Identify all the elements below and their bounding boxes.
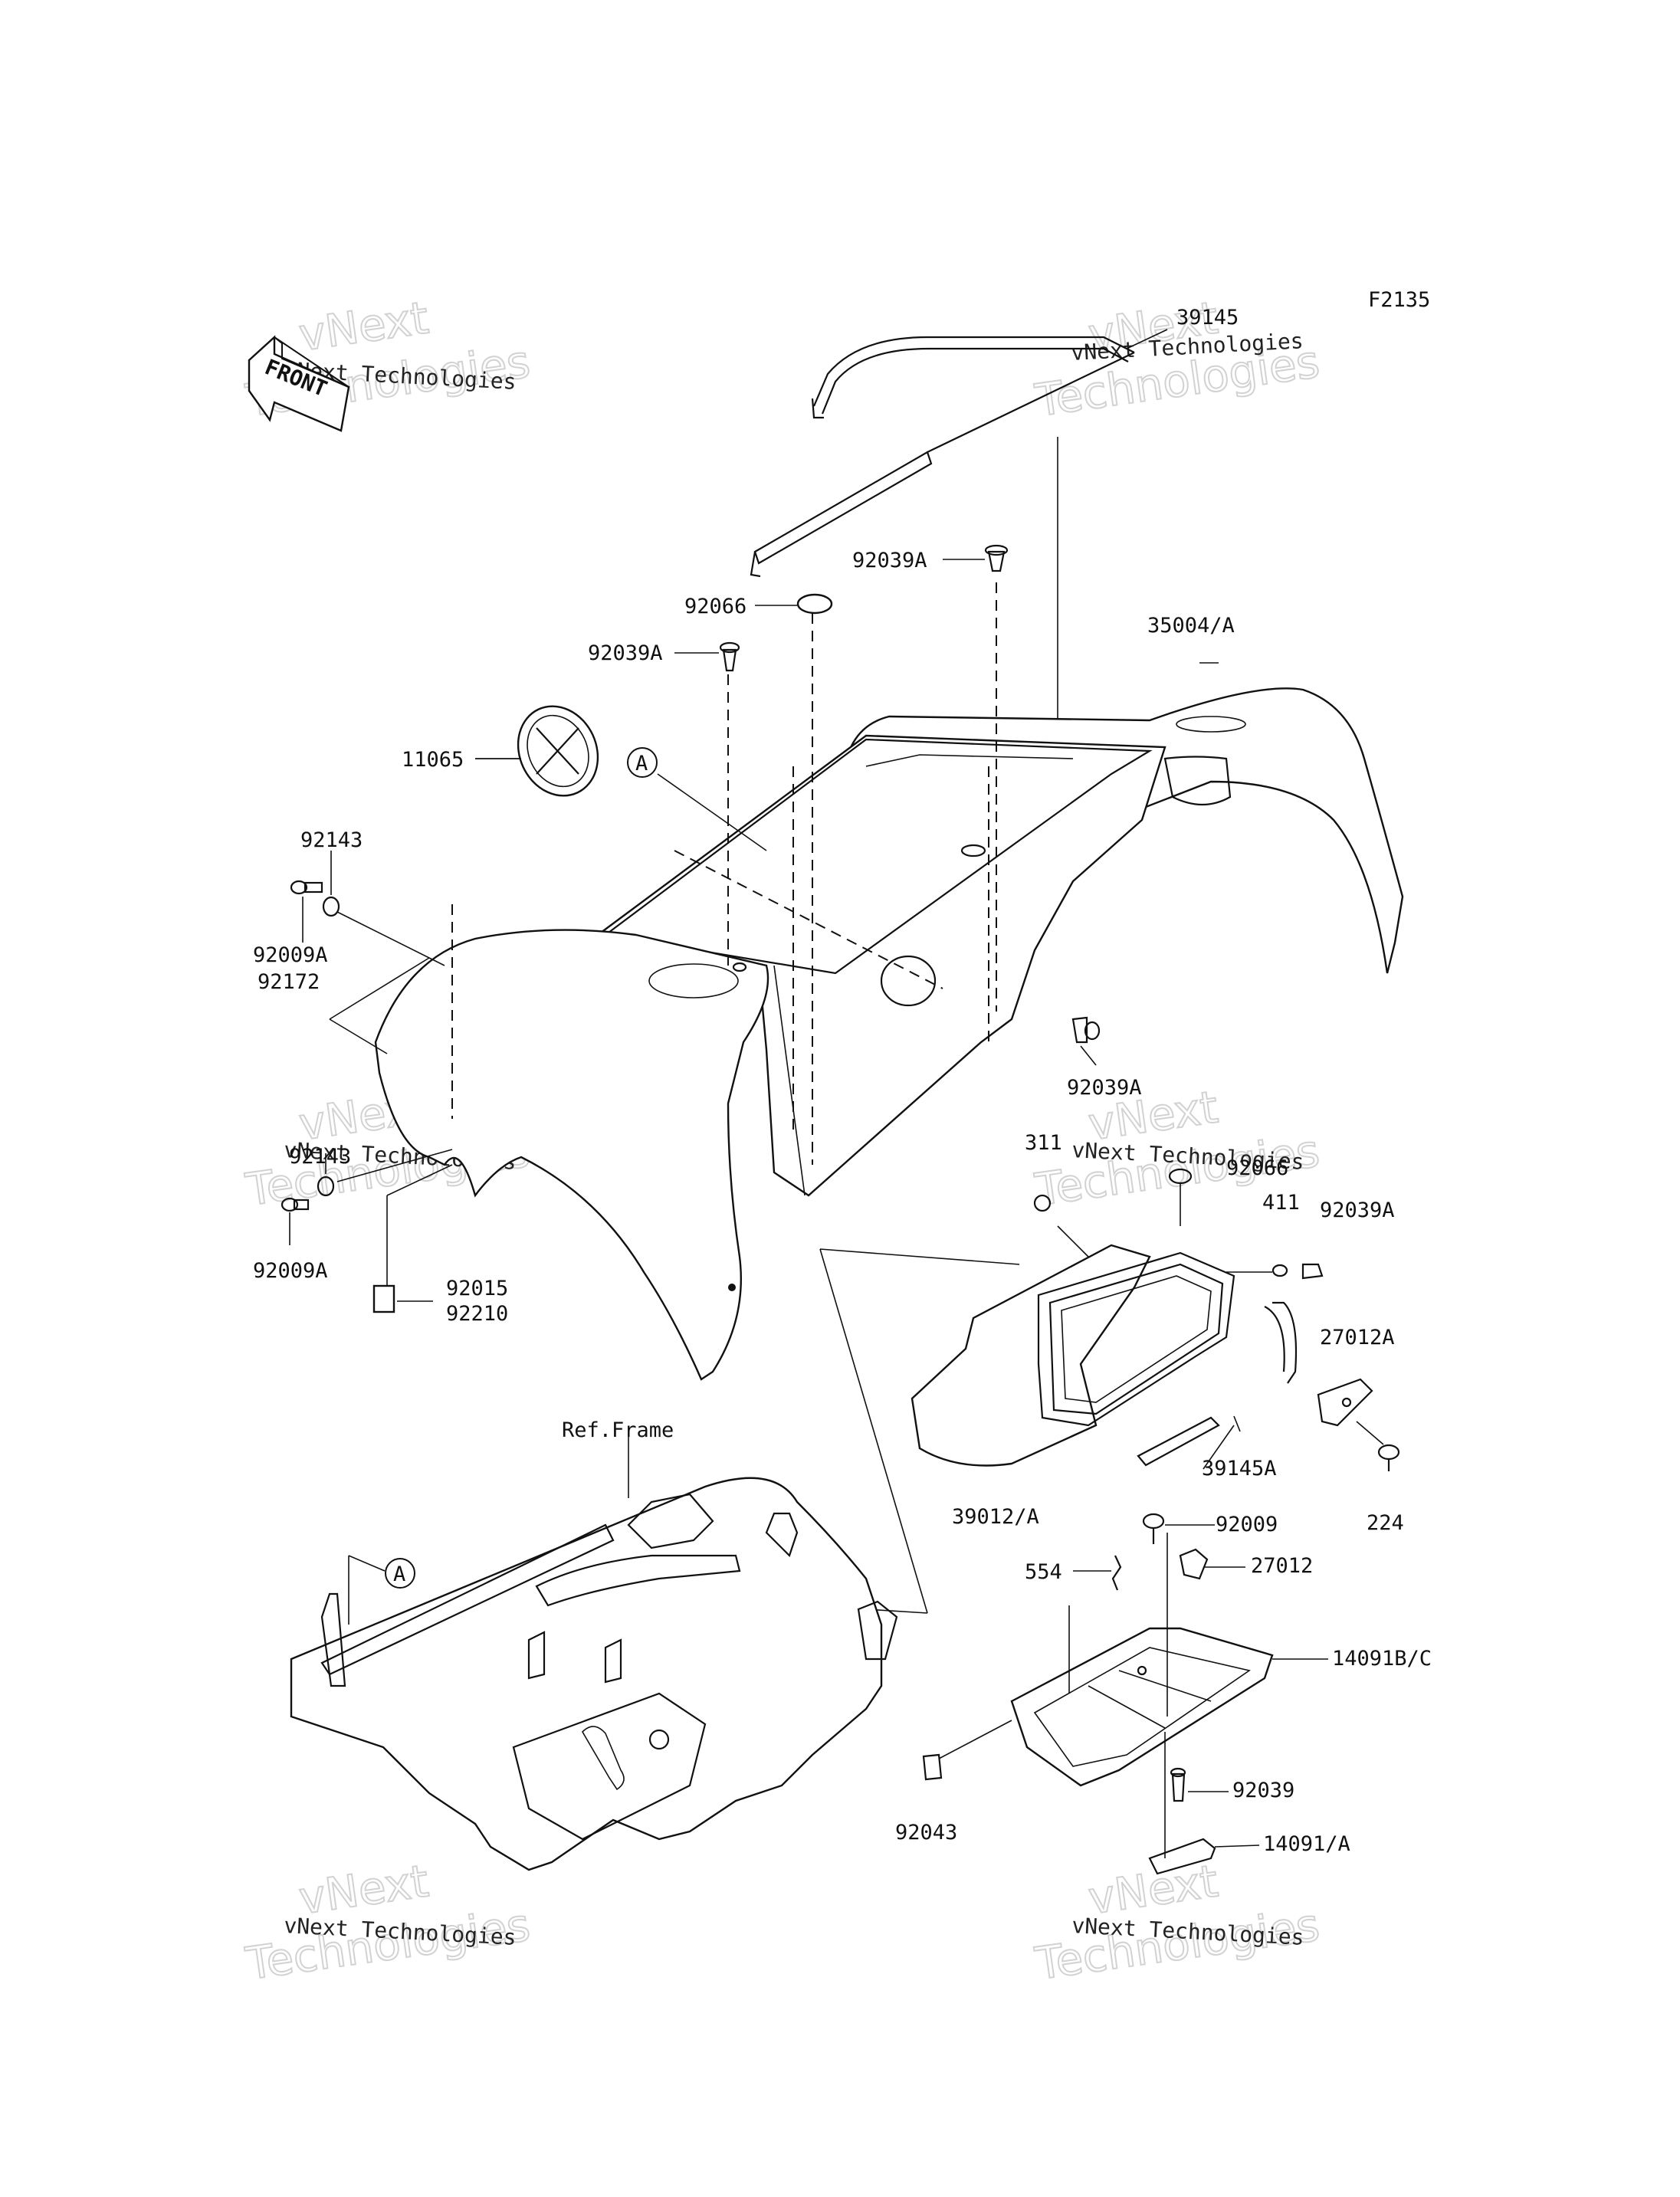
part-label-92143: 92143: [300, 828, 363, 852]
cap-icon: [1168, 1168, 1193, 1185]
part-label-554: 554: [1025, 1560, 1062, 1584]
push-rivet-icon: [943, 544, 1009, 572]
bolt-icon: [290, 880, 323, 943]
storage-tray: [596, 734, 1166, 1197]
part-label-92009A: 92009A: [253, 943, 328, 967]
marker-label: A: [393, 1562, 405, 1586]
frame: [290, 1437, 898, 1871]
bolt-icon: [281, 1197, 310, 1245]
leader-line: [329, 957, 430, 1020]
screw-icon: [1356, 1421, 1400, 1471]
reference-marker-a: A: [348, 1555, 415, 1625]
seal-strip-small: [1137, 1301, 1298, 1467]
part-label-92039A: 92039A: [852, 549, 927, 572]
part-label-92009: 92009: [1216, 1513, 1278, 1536]
marker-label: A: [635, 752, 648, 776]
part-label-311: 311: [1025, 1131, 1062, 1155]
part-label-14091B-C: 14091B/C: [1332, 1647, 1432, 1671]
filler-cap-icon: [475, 705, 599, 797]
lid-stay: [1148, 1838, 1216, 1875]
watermark-bottom-right: vNext Technologies: [1031, 1854, 1323, 1990]
glove-box: [911, 1168, 1324, 1467]
nut-icon: [1033, 1194, 1052, 1212]
washer-icon: [317, 1149, 453, 1197]
part-label-39145A: 39145A: [1202, 1457, 1277, 1481]
leader-line: [819, 1248, 1020, 1265]
part-label-92039A: 92039A: [588, 641, 663, 665]
part-label-39145: 39145: [1176, 306, 1239, 330]
watermark-bottom-left: vNext Technologies: [241, 1854, 533, 1990]
push-rivet-icon: [1301, 1263, 1324, 1280]
part-label-92066: 92066: [1226, 1156, 1288, 1180]
part-label-411: 411: [1262, 1191, 1300, 1215]
part-label-35004-A: 35004/A: [1147, 614, 1235, 638]
part-label-27012A: 27012A: [1320, 1326, 1395, 1349]
part-label-39012-A: 39012/A: [952, 1505, 1039, 1529]
part-label-92143: 92143: [289, 1145, 351, 1169]
part-label-92039A: 92039A: [1320, 1199, 1395, 1222]
part-label-92039: 92039: [1232, 1779, 1294, 1802]
push-rivet-icon: [1170, 1767, 1186, 1802]
part-label-224: 224: [1367, 1511, 1404, 1535]
part-label-92043: 92043: [895, 1821, 957, 1844]
diagram-code: F2135: [1368, 288, 1430, 312]
glove-box-lid: [1010, 1627, 1274, 1787]
part-label-92210: 92210: [446, 1302, 508, 1326]
clip-nut-icon: [372, 1164, 453, 1313]
front-fender: [374, 929, 769, 1381]
part-label-11065: 11065: [402, 748, 464, 772]
latch-icon: [1179, 1548, 1209, 1580]
latch-icon: [1317, 1378, 1373, 1427]
reference-marker-a: A: [627, 747, 767, 851]
part-label-14091-A: 14091/A: [1263, 1832, 1350, 1856]
dashed-guides: [451, 582, 997, 1165]
part-label-27012: 27012: [1251, 1554, 1313, 1578]
push-rivet-icon: [1071, 1016, 1101, 1066]
washer-icon: [322, 851, 445, 966]
screw-icon: [1142, 1513, 1165, 1544]
leader-line: [329, 1018, 388, 1054]
ref-frame-label: Ref.Frame: [562, 1418, 674, 1442]
part-label-92039A: 92039A: [1067, 1076, 1142, 1100]
cotter-pin-icon: [1111, 1555, 1122, 1591]
part-label-92066: 92066: [684, 595, 746, 618]
part-label-92015: 92015: [446, 1277, 508, 1300]
push-rivet-icon: [674, 641, 740, 672]
leader-line: [819, 1248, 928, 1614]
part-label-92009A: 92009A: [253, 1259, 328, 1283]
cap-icon: [755, 593, 833, 615]
washer-icon: [1271, 1264, 1288, 1277]
label-leaders: [475, 329, 1328, 1848]
part-label-92172: 92172: [258, 970, 320, 994]
hinge-pin-icon: [922, 1720, 1012, 1781]
